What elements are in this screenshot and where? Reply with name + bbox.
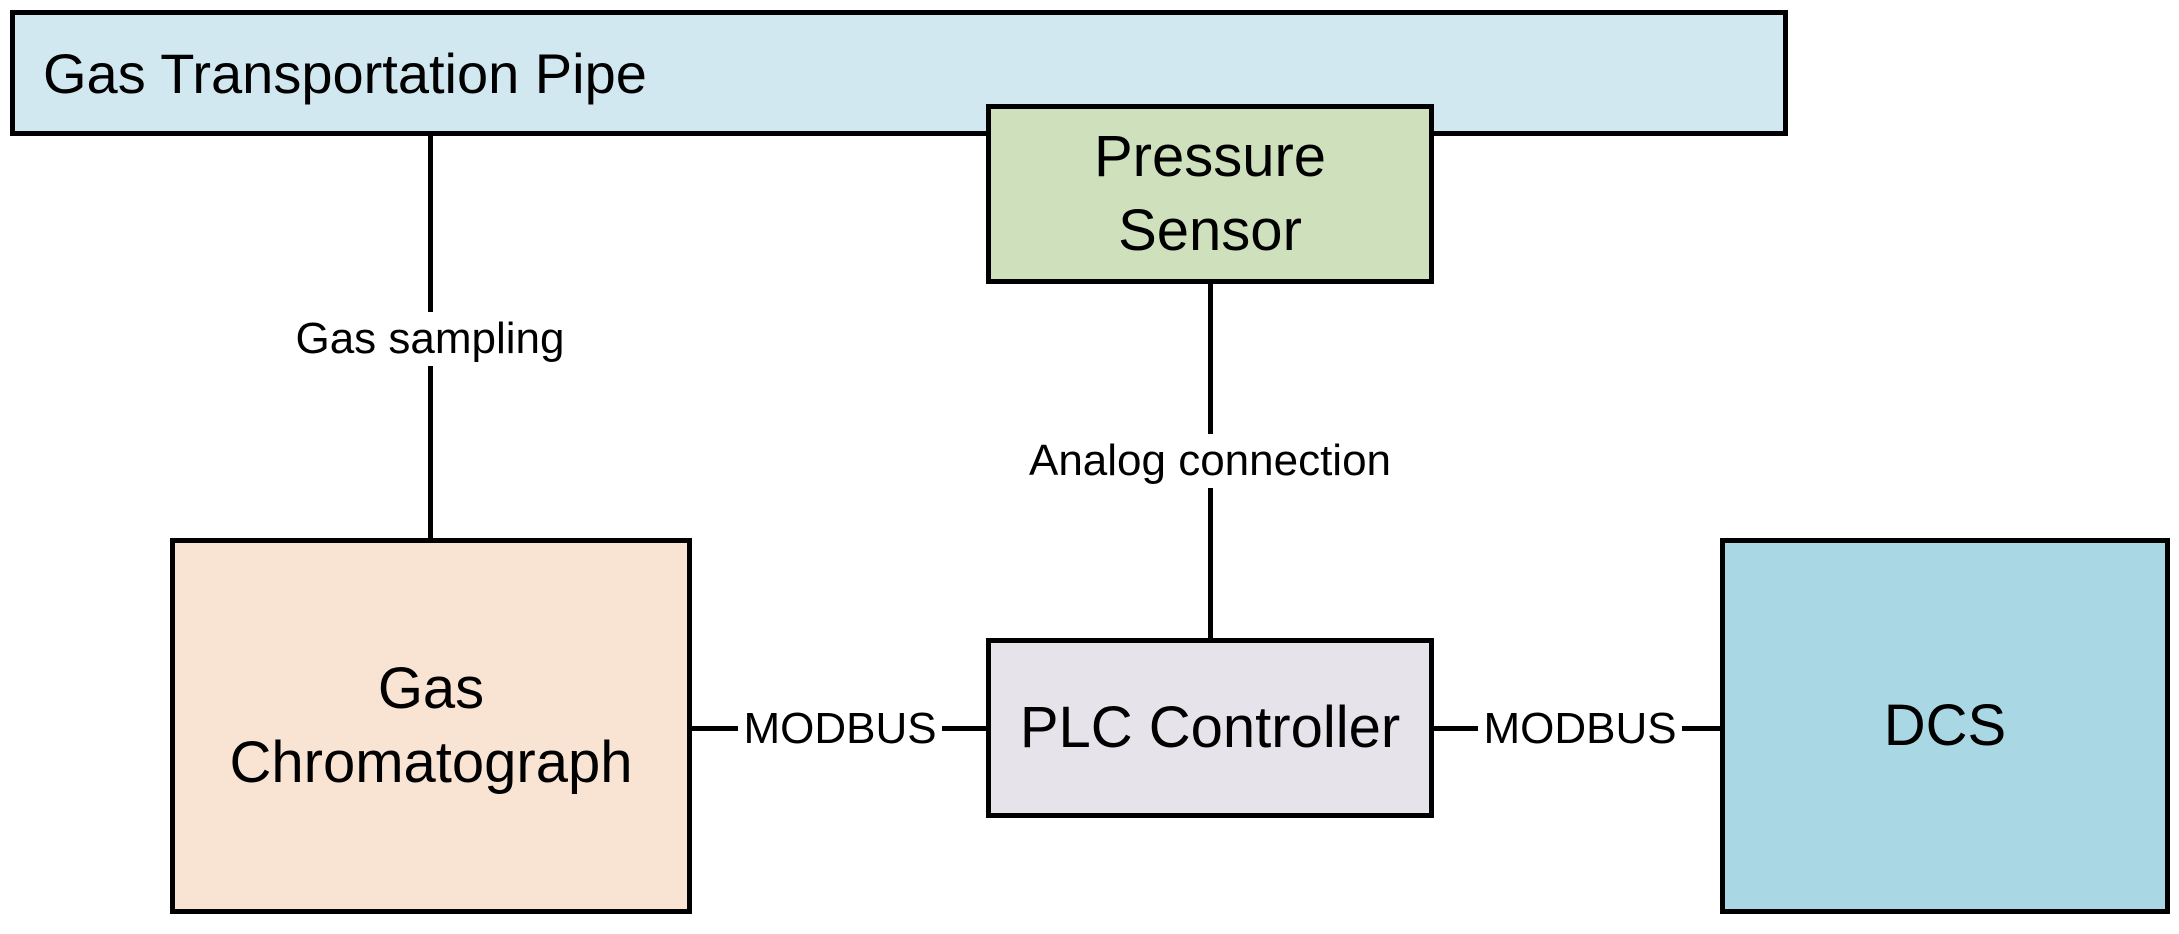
- dcs-label: DCS: [1883, 693, 2007, 758]
- gas-transportation-pipe: Gas Transportation Pipe: [10, 10, 1788, 136]
- modbus-left-label: MODBUS: [738, 702, 942, 756]
- modbus-right-label: MODBUS: [1478, 702, 1682, 756]
- plc-controller-box: PLC Controller: [986, 638, 1434, 818]
- gas-chromatograph-label-line1: Gas: [377, 656, 485, 721]
- pressure-sensor-label-line1: Pressure: [1093, 124, 1327, 189]
- gas-sampling-label: Gas sampling: [280, 312, 580, 366]
- gas-chromatograph-box: Gas Chromatograph: [170, 538, 692, 914]
- pressure-sensor-label-line2: Sensor: [1118, 198, 1302, 263]
- dcs-box: DCS: [1720, 538, 2170, 914]
- plc-controller-label: PLC Controller: [1019, 695, 1401, 760]
- pipe-label: Gas Transportation Pipe: [43, 41, 647, 105]
- gas-chromatograph-label-line2: Chromatograph: [229, 730, 633, 795]
- pressure-sensor-box: Pressure Sensor: [986, 104, 1434, 284]
- analog-connection-label: Analog connection: [1000, 434, 1420, 488]
